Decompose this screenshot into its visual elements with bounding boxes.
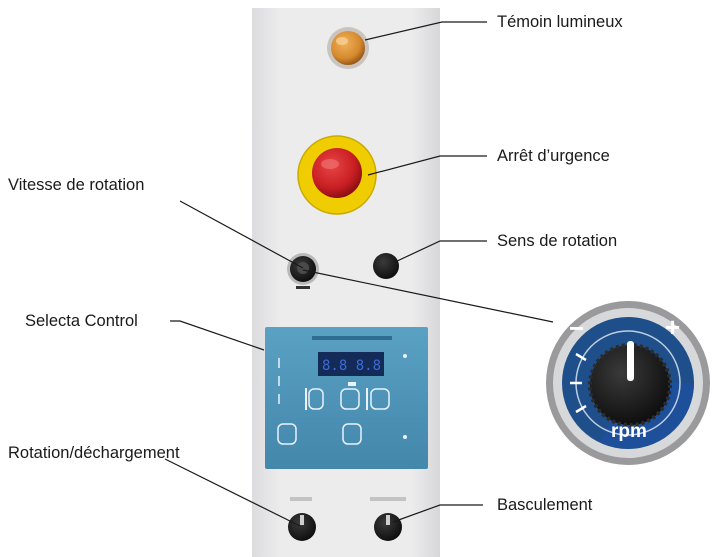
speed-knob-icon[interactable] [287,253,319,289]
svg-text:8.8 8.8: 8.8 8.8 [322,358,381,374]
direction-button-icon[interactable] [373,253,399,279]
leader-vitesse [179,200,304,269]
label-selecta-control: Selecta Control [25,312,138,330]
label-vitesse-rotation: Vitesse de rotation [8,176,145,194]
rotation-knob-icon[interactable] [288,497,316,541]
leader-sens [394,240,487,263]
emergency-stop-icon[interactable] [297,135,377,215]
machine-panel [252,8,440,557]
label-rotation-dechargement: Rotation/déchargement [8,444,180,462]
leader-rotation [164,458,301,527]
leader-basculement [392,504,483,523]
dial-plus-label: + [665,312,680,342]
dial-minus-label: − [569,313,584,343]
leader-selecta [170,320,265,351]
selecta-control-panel: 8.8 8.8 [265,327,428,469]
dial-unit-label: rpm [611,421,647,442]
indicator-light-icon [327,27,369,69]
tilt-knob-icon[interactable] [370,497,406,541]
label-sens-rotation: Sens de rotation [497,232,618,250]
label-basculement: Basculement [497,496,593,514]
label-arret-urgence: Arrêt d’urgence [497,147,610,165]
speed-dial-zoom [546,301,710,465]
leader-arret [367,155,487,176]
leader-dial [302,269,554,323]
label-temoin-lumineux: Témoin lumineux [497,13,623,31]
leader-temoin [364,21,487,41]
